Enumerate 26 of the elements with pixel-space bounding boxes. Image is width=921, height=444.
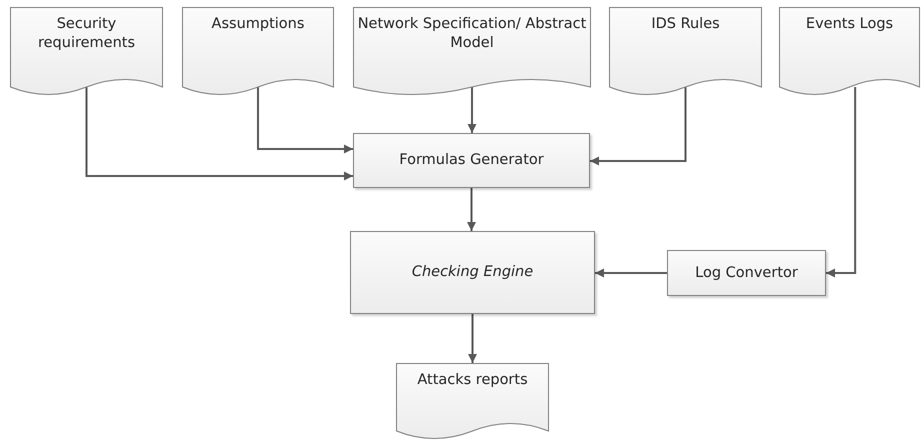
node-label: Assumptions [212,15,304,34]
process-box [350,231,595,314]
arrow [468,87,476,133]
arrow [590,87,686,166]
process-box [353,133,590,188]
document-shape [779,7,920,97]
node-label: Security requirements [36,15,136,53]
arrow [595,268,667,278]
arrow [86,87,353,180]
arrow [826,87,856,278]
process-box [667,250,826,296]
document-shape [10,7,163,97]
document-shape [396,363,549,441]
document-shape [353,7,591,97]
node-label: Formulas Generator [399,151,544,170]
arrow [467,188,476,231]
node-label: Checking Engine [412,263,534,282]
node-label: Attacks reports [417,371,528,390]
node-label: Network Specification/ Abstract Model [357,15,587,53]
node-label: Events Logs [806,15,894,34]
document-shape [182,7,334,97]
node-label: IDS Rules [651,15,720,34]
arrow [468,314,477,363]
arrow [257,87,353,154]
node-label: Log Convertor [695,264,798,282]
document-shape [609,7,762,97]
